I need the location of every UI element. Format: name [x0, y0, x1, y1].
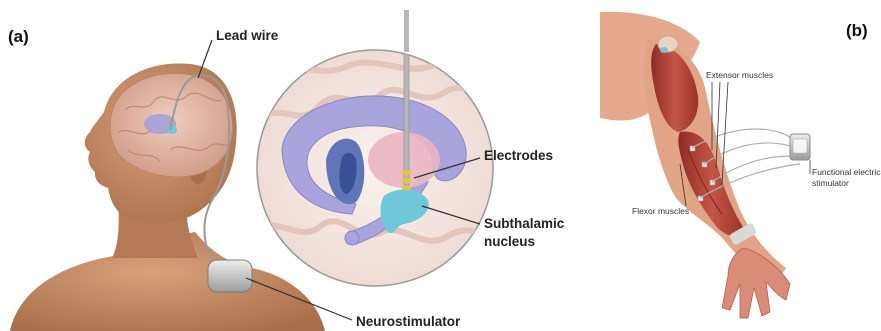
panel-b: (b)	[600, 12, 881, 318]
lead-wire-label: Lead wire	[216, 28, 279, 43]
subthalamic-label-line2: nucleus	[484, 234, 535, 249]
electrodes-label: Electrodes	[484, 148, 553, 163]
subthalamic-label-line1: Subthalamic	[484, 216, 565, 231]
electrode-contact	[402, 170, 411, 175]
magnified-view	[257, 0, 495, 286]
panel-a-label: (a)	[8, 27, 29, 46]
fes-label-line1: Functional electrica	[812, 167, 881, 177]
fes-label-line2: stimulator	[812, 178, 849, 188]
neurostimulator-device	[208, 260, 252, 292]
neurostimulator-label: Neurostimulator	[356, 314, 461, 329]
panel-a: (a) Lead wire Neurostimulator	[8, 0, 565, 331]
hand-illustration	[722, 248, 790, 318]
panel-b-label: (b)	[846, 21, 868, 40]
target-region-nucleus	[167, 126, 177, 134]
lead-wire-upper	[404, 10, 409, 52]
flexor-label: Flexor muscles	[632, 206, 689, 216]
extensor-label: Extensor muscles	[706, 70, 773, 80]
